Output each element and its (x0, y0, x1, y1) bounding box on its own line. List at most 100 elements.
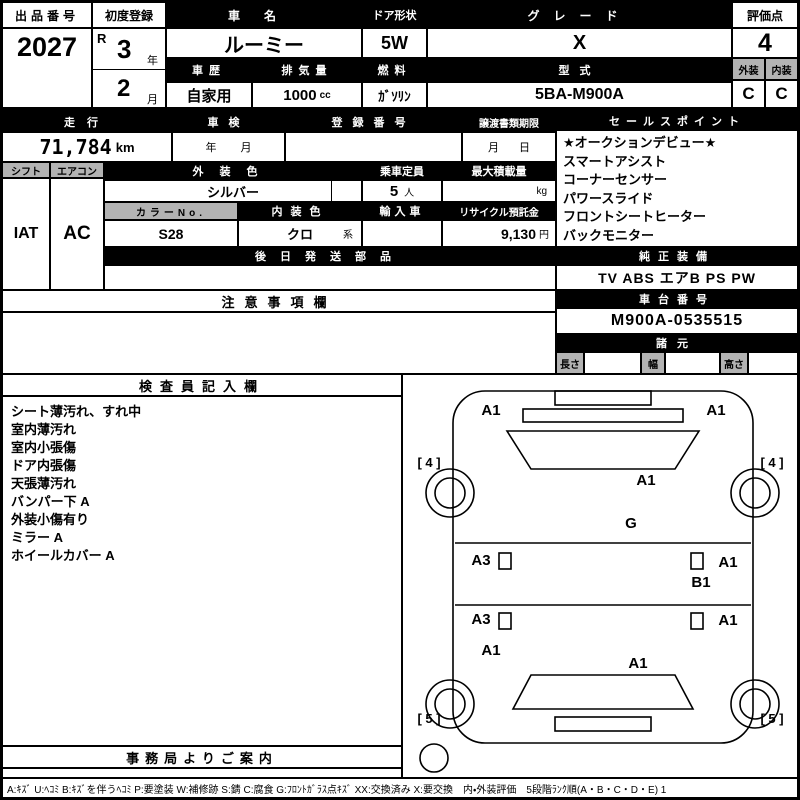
score-cell: 4 (732, 28, 798, 58)
mileage-label: 走行 (2, 112, 172, 132)
specs-label: 諸元 (556, 334, 798, 352)
shift-label: シフト (2, 162, 50, 178)
capacity-unit: 人 (404, 187, 415, 199)
sales-point: フロントシートヒーター (563, 209, 707, 224)
length-cell (584, 352, 641, 374)
damage-mark-right-side: B1 (691, 574, 710, 591)
registration-no-cell (285, 132, 462, 162)
inspector-note: ミラー A (11, 530, 64, 545)
mileage-value: 71,784 (39, 135, 112, 159)
exterior-grade-cell: C (732, 80, 765, 108)
damage-mark-right-front-door: A1 (718, 554, 737, 571)
rear-plate (554, 716, 652, 732)
model-value: 5BA-M900A (535, 86, 624, 103)
shift-cell: IAT (2, 178, 50, 290)
recycle-deposit-label: リサイクル預託金 (442, 202, 556, 220)
recycle-deposit-cell: 9,130 円 (442, 220, 556, 247)
model-cell: 5BA-M900A (427, 82, 732, 108)
inspector-notes-label: 検査員記入欄 (2, 374, 402, 396)
equipment-value: TV ABS エアB PS PW (598, 269, 756, 286)
auction-no-value: 2027 (16, 32, 78, 62)
car-body-outline (452, 390, 754, 744)
damage-mark-windshield: G (625, 515, 637, 532)
windshield-shape (505, 430, 701, 470)
front-plate (554, 390, 652, 406)
rear-left-wheel (425, 679, 475, 729)
max-load-label: 最大積載量 (442, 162, 556, 180)
interior-grade-cell: C (765, 80, 798, 108)
inspector-note: 室内薄汚れ (11, 422, 77, 437)
inspector-note: ホイールカバー A (11, 548, 115, 563)
history-label: 車歴 (166, 58, 252, 82)
grade-cell: X (427, 28, 732, 58)
transfer-day-unit: 日 (519, 142, 530, 154)
front-right-wheel (730, 468, 780, 518)
width-cell (665, 352, 720, 374)
divider (93, 69, 165, 70)
inspector-note: 外装小傷有り (11, 512, 90, 527)
sales-point: パワースライド (563, 190, 654, 206)
interior-grade-label: 内装 (765, 58, 798, 80)
later-parts-cell (104, 265, 556, 290)
damage-mark-front-right: A1 (706, 402, 725, 419)
displacement-label: 排気量 (252, 58, 362, 82)
car-diagram: A1 A1 A1 G A3 A1 B1 A3 A1 A1 A1 [ 4 ] [ … (402, 374, 798, 778)
max-load-cell: kg (442, 180, 556, 202)
exterior-color-subbox (331, 181, 361, 201)
left-rear-door-handle (498, 612, 512, 630)
exterior-grade-label: 外装 (732, 58, 765, 80)
width-label: 幅 (641, 352, 665, 374)
inspector-note: ドア内張傷 (11, 458, 77, 473)
displacement-cell: 1000 cc (252, 82, 362, 108)
capacity-cell: 5 人 (362, 180, 442, 202)
history-cell: 自家用 (166, 82, 252, 108)
shift-value: IAT (13, 225, 39, 242)
fuel-cell: ｶﾞｿﾘﾝ (362, 82, 427, 108)
month-unit: 月 (147, 94, 158, 106)
grade-label: グレード (427, 2, 732, 28)
later-parts-label: 後日発送部品 (104, 247, 556, 265)
tire-rating-front-right: [ 4 ] (760, 455, 783, 470)
damage-mark-hood: A1 (636, 472, 655, 489)
separator-bar (2, 108, 798, 112)
car-name-cell: ルーミー (166, 28, 362, 58)
front-grille (522, 408, 684, 423)
door-shape-value: 5W (381, 32, 408, 53)
door-shape-cell: 5W (362, 28, 427, 58)
auction-no-cell: 2027 (2, 28, 92, 108)
inspection-cell: 年 月 (172, 132, 285, 162)
import-label: 輸入車 (362, 202, 442, 220)
legend: A:ｷｽﾞ U:ﾍｺﾐ B:ｷｽﾞを伴うﾍｺﾐ P:要塗装 W:補修跡 S:錆 … (2, 778, 798, 798)
recycle-deposit-value: 9,130 (500, 225, 536, 242)
chassis-no-cell: M900A-0535515 (556, 308, 798, 334)
exterior-color-cell: シルバー (104, 180, 362, 202)
score-value: 4 (758, 28, 772, 57)
exterior-color-label: 外装色 (104, 162, 362, 180)
length-label: 長さ (556, 352, 584, 374)
damage-mark-right-rear-door: A1 (718, 612, 737, 629)
left-front-door-handle (498, 552, 512, 570)
damage-mark-left-rear-door: A3 (471, 611, 490, 628)
aircon-cell: AC (50, 178, 104, 290)
fuel-label: 燃料 (362, 58, 427, 82)
grade-value: X (572, 31, 587, 54)
interior-color-cell: クロ 系 (238, 220, 362, 247)
mileage-unit: km (115, 139, 135, 155)
registration-no-label: 登録番号 (285, 112, 462, 132)
spare-tire (419, 743, 449, 773)
damage-mark-left-front-door: A3 (471, 552, 490, 569)
front-left-wheel (425, 468, 475, 518)
inspection-label: 車検 (172, 112, 285, 132)
capacity-value: 5 (389, 182, 399, 200)
interior-color-value: クロ (286, 227, 313, 242)
aircon-value: AC (63, 223, 91, 244)
transfer-deadline-label: 譲渡書類期限 (462, 112, 556, 132)
inspection-year-unit: 年 (205, 142, 217, 154)
era-letter: R (97, 31, 107, 46)
sales-point: コーナーセンサー (563, 172, 668, 187)
sales-point: バックモニター (563, 227, 655, 243)
color-no-value: S28 (158, 225, 184, 242)
import-cell (362, 220, 442, 247)
recycle-deposit-unit: 円 (539, 230, 549, 241)
